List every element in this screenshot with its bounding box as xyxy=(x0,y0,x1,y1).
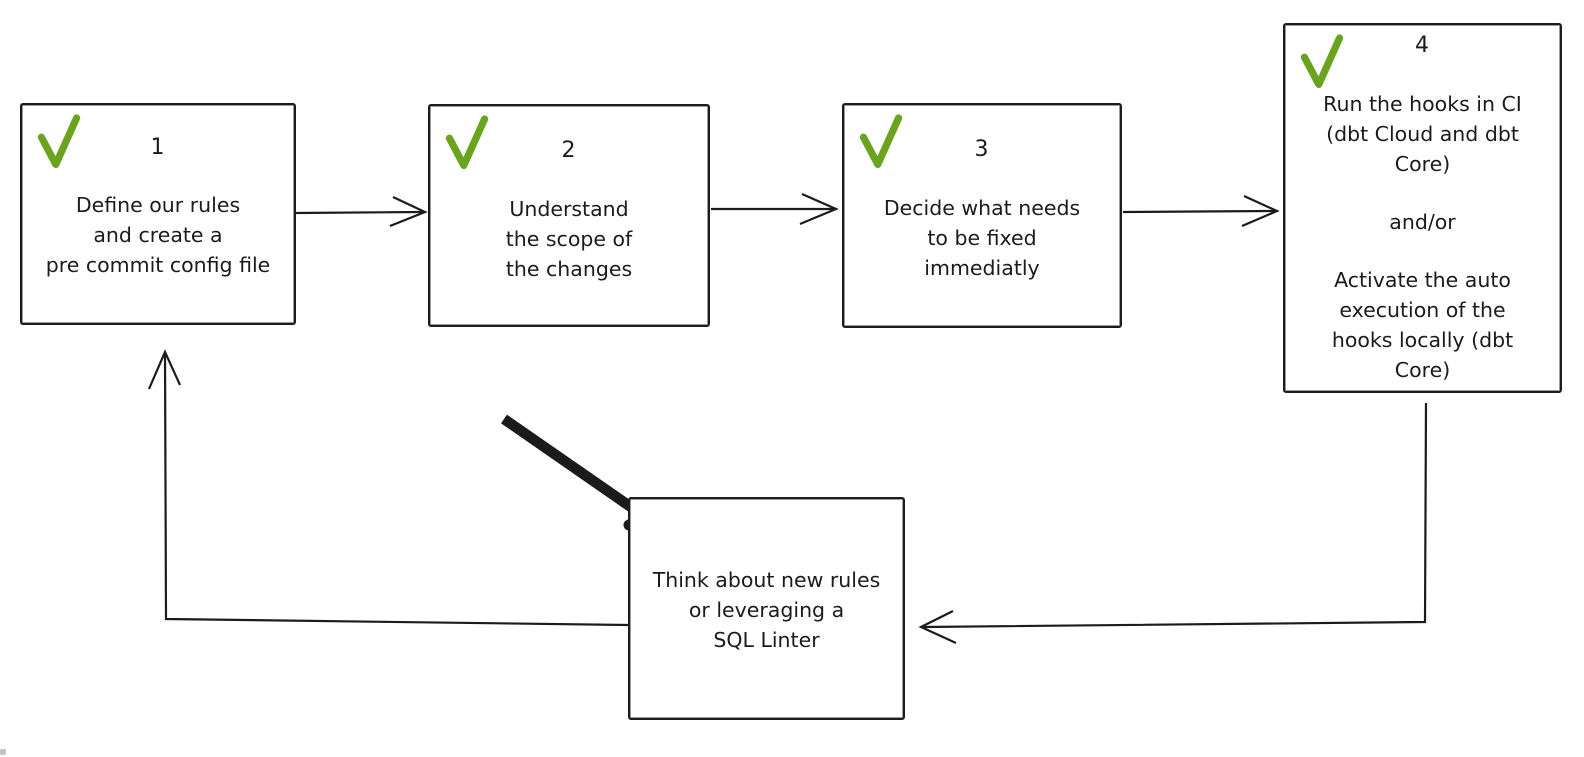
step-text: Understand the scope of the changes xyxy=(505,197,633,281)
arrow-step4-to-loop xyxy=(918,402,1428,645)
arrow-loop-to-step1 xyxy=(147,349,629,627)
arrow-step1-to-step2 xyxy=(295,196,428,228)
step-number: 3 xyxy=(974,137,990,162)
step-number: 2 xyxy=(561,138,577,163)
node-step-4: 4 Run the hooks in CI (dbt Cloud and dbt… xyxy=(1283,23,1562,393)
paragraph-gap xyxy=(1289,237,1556,265)
step-text: Decide what needs to be fixed immediatly xyxy=(883,196,1081,280)
node-step-1: 1 Define our rules and create a pre comm… xyxy=(20,103,296,325)
step-text: Think about new rules or leveraging a SQ… xyxy=(652,568,881,652)
and-or-connector: and/or xyxy=(1389,210,1456,234)
checkmark-icon xyxy=(445,115,489,169)
screen-corner-artifact xyxy=(0,749,6,755)
node-step-2: 2 Understand the scope of the changes xyxy=(428,104,710,327)
arrow-step3-to-step4 xyxy=(1122,194,1280,228)
node-loop-think-new-rules: Think about new rules or leveraging a SQ… xyxy=(628,497,905,720)
checkmark-icon xyxy=(37,114,81,168)
step-text: Define our rules and create a pre commit… xyxy=(45,193,271,277)
arrow-step2-to-step3 xyxy=(711,192,839,226)
step-number: 4 xyxy=(1415,33,1430,58)
step-number: 1 xyxy=(150,135,166,160)
checkmark-icon xyxy=(1300,34,1344,88)
paragraph-gap xyxy=(1289,179,1556,207)
node-step-3: 3 Decide what needs to be fixed immediat… xyxy=(842,103,1122,328)
step-text: Run the hooks in CI (dbt Cloud and dbt C… xyxy=(1289,89,1556,385)
checkmark-icon xyxy=(859,114,903,168)
